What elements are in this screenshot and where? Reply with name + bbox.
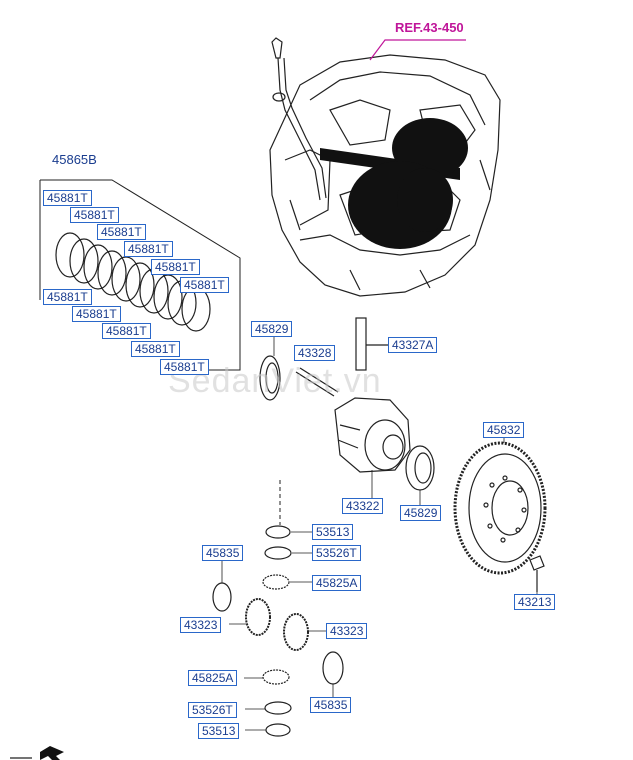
part-label-thrust-washer: 45835 (310, 697, 352, 713)
part-label-thrust-washer: 45835 (202, 545, 244, 561)
part-label-clutch-plate: 45881T (72, 306, 121, 322)
part-label-oil-seal-left: 45829 (251, 321, 293, 337)
internal-gears (320, 118, 468, 249)
bolt-part (529, 555, 545, 592)
part-label-clutch-plate: 45881T (43, 190, 92, 206)
part-label-shaft: 43327A (388, 337, 438, 353)
reference-leader (369, 39, 466, 61)
transmission-housing (269, 54, 501, 297)
part-label-washer: 53513 (312, 524, 354, 540)
part-label-diff-case: 43322 (342, 498, 384, 514)
small-parts (212, 525, 344, 737)
part-label-clutch-plate: 45881T (124, 241, 173, 257)
part-label-clutch-plate: 45881T (180, 277, 229, 293)
part-label-pin: 43328 (294, 345, 336, 361)
part-label-clutch-plate: 45881T (70, 207, 119, 223)
pin-part (295, 367, 339, 397)
part-label-clutch-plate: 45881T (151, 259, 200, 275)
part-label-side-gear: 43323 (180, 617, 222, 633)
reference-label: REF.43-450 (395, 20, 464, 35)
part-label-clutch-plate: 45881T (160, 359, 209, 375)
diff-case-part (334, 397, 411, 473)
part-label-clutch-plate: 45881T (102, 323, 151, 339)
part-label-washer: 53526T (188, 702, 237, 718)
kit-bracket (39, 179, 241, 371)
ring-gear-part (453, 441, 547, 575)
part-label-side-gear: 43323 (326, 623, 368, 639)
clutch-plate-stack (55, 232, 211, 332)
part-label-clutch-plate: 45881T (131, 341, 180, 357)
part-label-washer: 53513 (198, 723, 240, 739)
part-label-clutch-plate: 45881T (97, 224, 146, 240)
part-label-pinion: 45825A (312, 575, 362, 591)
part-label-clutch-plate: 45881T (43, 289, 92, 305)
part-label-washer: 53526T (312, 545, 361, 561)
part-label-oil-seal-right: 45829 (400, 505, 442, 521)
dipstick (271, 37, 327, 201)
kit-label: 45865B (52, 152, 97, 167)
leader-lines (221, 336, 538, 731)
part-label-ring-gear: 45832 (483, 422, 525, 438)
part-label-pinion: 45825A (188, 670, 238, 686)
oil-seal-right-part (405, 445, 435, 491)
arrow-icon (10, 746, 64, 760)
shaft-part (355, 317, 388, 371)
part-label-bolt: 43213 (514, 594, 556, 610)
oil-seal-left-part (259, 355, 281, 401)
